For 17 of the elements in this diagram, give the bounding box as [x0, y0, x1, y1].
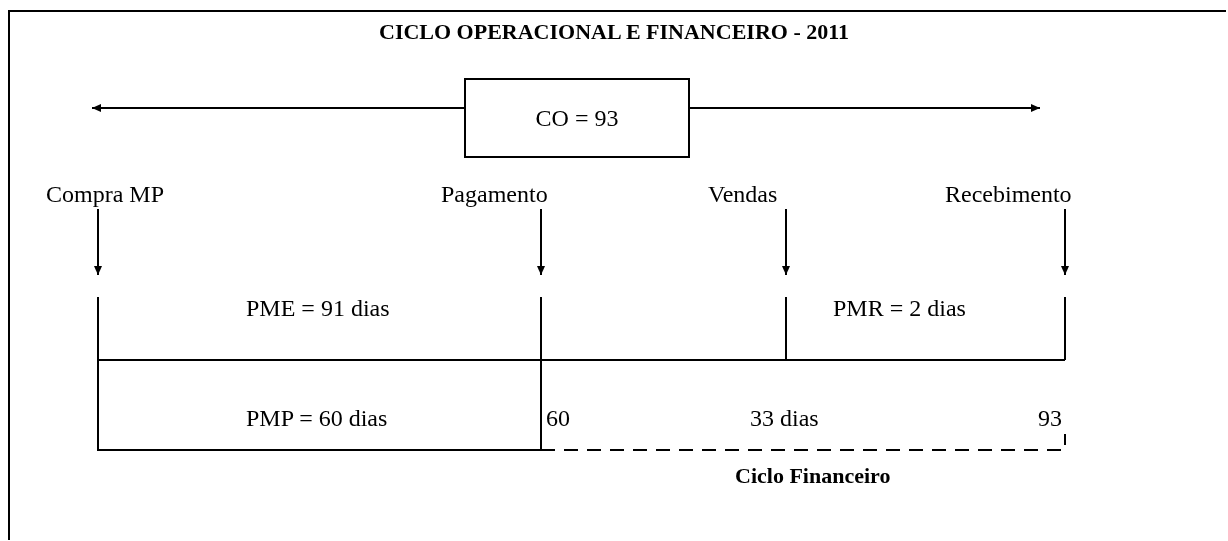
day-number: 60 [546, 404, 570, 432]
event-label: Vendas [708, 180, 778, 208]
day-number: 93 [1038, 404, 1062, 432]
period-label: PMP = 60 dias [246, 404, 388, 432]
arrow [94, 208, 102, 276]
period-label: PMR = 2 dias [833, 294, 966, 322]
period-label: PME = 91 dias [246, 294, 390, 322]
cycle-label: Ciclo Financeiro [735, 462, 891, 490]
value-box: CO = 93 [464, 78, 690, 158]
arrow [537, 208, 545, 276]
event-label: Pagamento [441, 180, 548, 208]
period-label: 33 dias [750, 404, 819, 432]
event-label: Compra MP [46, 180, 164, 208]
arrow [782, 208, 790, 276]
event-label: Recebimento [945, 180, 1072, 208]
arrow [1061, 208, 1069, 276]
diagram-title: CICLO OPERACIONAL E FINANCEIRO - 2011 [378, 18, 850, 46]
